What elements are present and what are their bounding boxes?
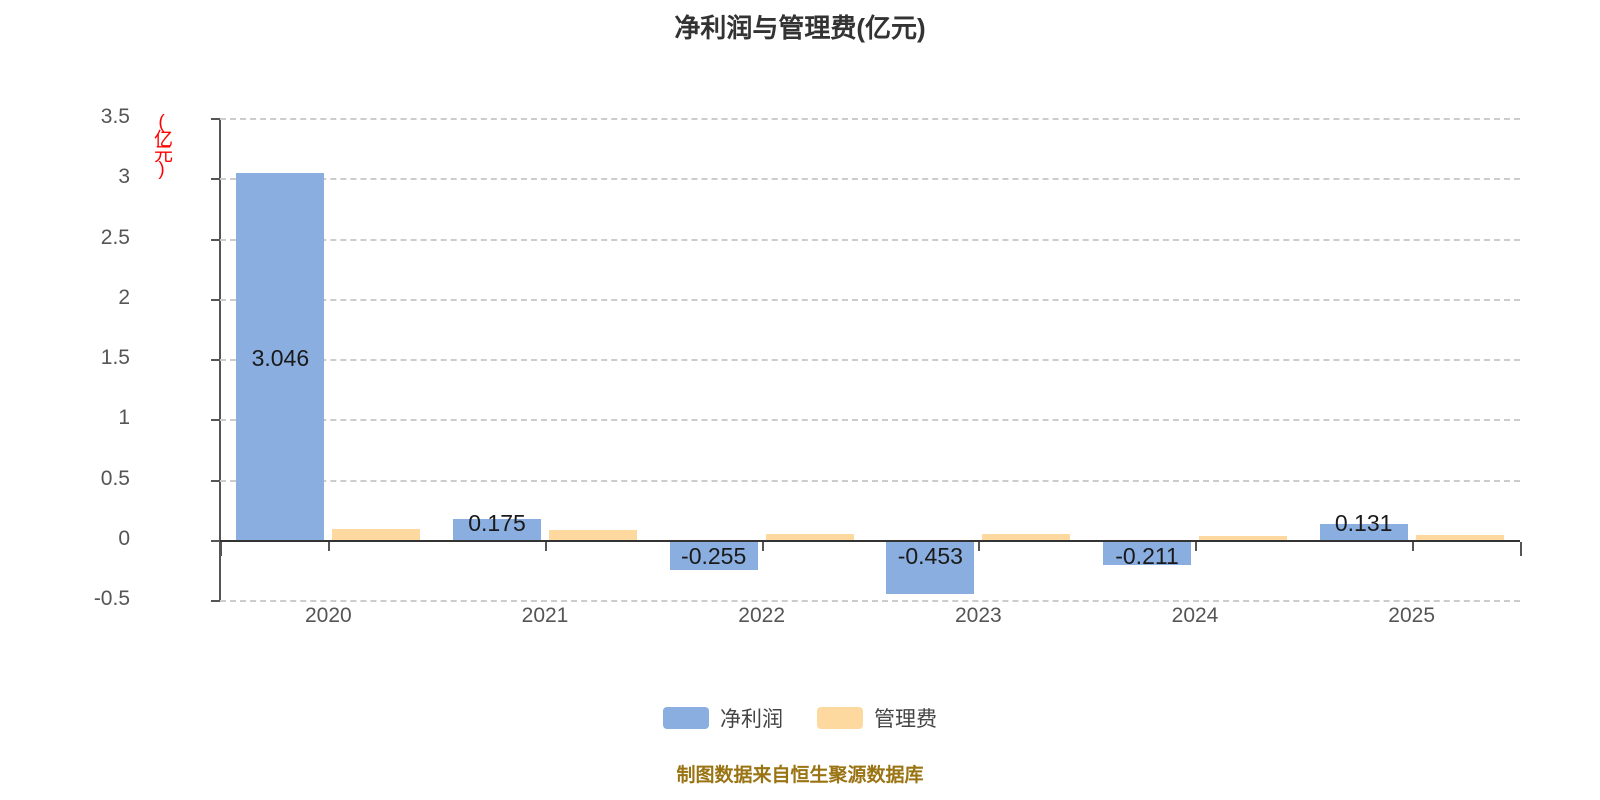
bar-value-label: -0.255 <box>681 542 747 569</box>
x-axis-tick <box>328 542 331 551</box>
bar-net-profit[interactable] <box>886 539 975 595</box>
bar-value-label: 0.175 <box>468 509 526 536</box>
y-axis-tick <box>211 359 220 361</box>
y-axis-tick <box>211 539 220 542</box>
x-axis-end-cap <box>1520 542 1522 556</box>
y-axis-tick <box>211 419 220 422</box>
bar-net-profit[interactable] <box>453 518 541 540</box>
y-axis-tick-label: 0.5 <box>100 466 130 490</box>
chart-legend: 净利润 管理费 <box>0 703 1600 733</box>
y-axis-tick <box>211 178 220 181</box>
bar-value-label: -0.453 <box>897 542 963 569</box>
x-axis-tick-label: 2024 <box>1171 604 1219 627</box>
y-axis-tick-label: 3 <box>118 165 130 189</box>
y-axis-tick-label: 2.5 <box>100 225 130 249</box>
chart-title: 净利润与管理费(亿元) <box>674 13 926 43</box>
bar-admin-expense[interactable] <box>982 534 1071 540</box>
y-axis-tick-label: -0.5 <box>93 587 130 610</box>
y-gridline <box>220 600 1520 602</box>
bar-net-profit[interactable] <box>236 172 325 540</box>
legend-swatch-icon <box>663 707 709 729</box>
footer-source-note: 制图数据来自恒生聚源数据库 <box>676 765 924 786</box>
y-axis-tick-label: 1 <box>118 406 130 430</box>
bar-admin-expense[interactable] <box>765 534 854 540</box>
y-gridline <box>220 419 1520 422</box>
legend-label: 净利润 <box>720 708 783 731</box>
x-axis-tick <box>545 542 547 551</box>
x-axis-tick-label: 2021 <box>521 604 569 627</box>
legend-swatch-icon <box>817 707 863 729</box>
legend-item-net-profit[interactable]: 净利润 <box>663 703 783 733</box>
y-gridline <box>220 238 1520 241</box>
x-axis-tick-label: 2020 <box>304 604 352 627</box>
x-axis-tick <box>1195 542 1197 551</box>
y-gridline <box>220 359 1520 361</box>
x-axis-tick-label: 2025 <box>1388 604 1436 627</box>
bar-value-label: 3.046 <box>251 345 310 371</box>
x-axis-tick <box>761 542 764 551</box>
bar-value-label: 0.131 <box>1334 509 1393 536</box>
y-axis-tick <box>211 600 220 602</box>
y-axis-tick <box>211 118 220 120</box>
legend-item-admin-expense[interactable]: 管理费 <box>817 703 937 733</box>
y-gridline <box>220 118 1520 120</box>
bar-admin-expense[interactable] <box>549 529 637 540</box>
bar-admin-expense[interactable] <box>332 529 421 540</box>
y-axis-tick <box>211 238 220 241</box>
y-axis-tick-label: 2 <box>118 285 130 309</box>
y-axis-tick-label: 0 <box>118 526 130 550</box>
legend-label: 管理费 <box>874 708 937 731</box>
plot-area: 3.5 3 2.5 2 1.5 1 0.5 0 -0.5 3.046 0.175 -0.255 -0.4… <box>94 105 1520 610</box>
y-axis-tick-label: 3.5 <box>100 105 130 128</box>
bar-net-profit[interactable] <box>1103 539 1191 566</box>
x-axis-tick-label: 2022 <box>738 604 786 627</box>
y-axis-tick-label: 1.5 <box>100 346 130 369</box>
bar-admin-expense[interactable] <box>1199 536 1287 540</box>
x-axis-end-cap <box>220 542 222 556</box>
y-gridline <box>220 479 1520 482</box>
bar-value-label: -0.211 <box>1115 542 1179 569</box>
bar-net-profit[interactable] <box>669 539 758 571</box>
x-axis-tick <box>1411 542 1414 551</box>
y-axis-unit-label: (亿元) <box>151 112 172 176</box>
zero-baseline <box>220 540 1520 542</box>
y-axis-tick <box>211 479 220 482</box>
y-gridline <box>220 298 1520 301</box>
x-axis-tick-label: 2023 <box>954 604 1002 627</box>
x-axis-tick <box>978 542 981 551</box>
y-axis-tick <box>211 298 220 301</box>
bar-admin-expense[interactable] <box>1415 535 1504 540</box>
y-gridline <box>220 178 1520 181</box>
bar-net-profit[interactable] <box>1319 523 1408 540</box>
